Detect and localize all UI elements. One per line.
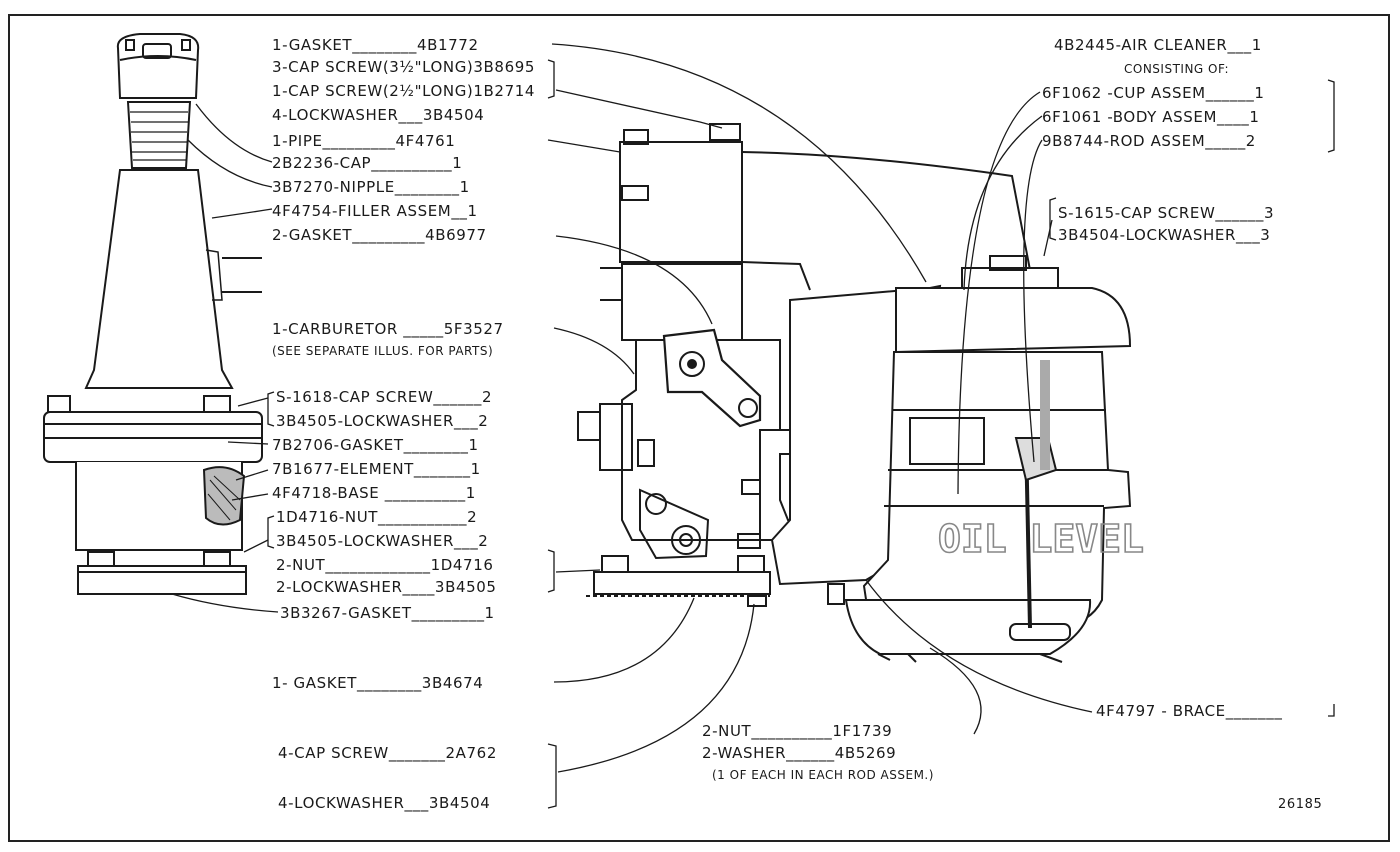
label-cap-screw-3b8695: 3-CAP SCREW(3½"LONG)3B8695 <box>272 58 535 76</box>
figure-frame <box>8 14 1390 842</box>
label-pipe-4f4761: 1-PIPE_________4F4761 <box>272 132 456 150</box>
bracket-marks <box>267 59 1335 809</box>
label-consisting-of: CONSISTING OF: <box>1124 62 1229 76</box>
label-cap-screw-1b2714: 1-CAP SCREW(2½"LONG)1B2714 <box>272 82 535 100</box>
label-rod-9b8744: 9B8744-ROD ASSEM_____2 <box>1042 132 1256 150</box>
label-base-4f4718: 4F4718-BASE __________1 <box>272 484 476 502</box>
label-cap-2b2236: 2B2236-CAP__________1 <box>272 154 463 172</box>
oil-level-embossing: OIL LEVEL <box>938 517 1144 561</box>
label-element-7b1677: 7B1677-ELEMENT_______1 <box>272 460 481 478</box>
label-gasket-4b1772: 1-GASKET________4B1772 <box>272 36 479 54</box>
label-brace-4f4797: 4F4797 - BRACE_______ <box>1096 702 1283 720</box>
label-air-cleaner-4b2445: 4B2445-AIR CLEANER___1 <box>1054 36 1262 54</box>
label-gasket-3b4674: 1- GASKET________3B4674 <box>272 674 484 692</box>
label-rod-note: (1 OF EACH IN EACH ROD ASSEM.) <box>712 768 934 782</box>
label-carburetor-5f3527: 1-CARBURETOR _____5F3527 <box>272 320 504 338</box>
label-lockwasher-3b4504-b: 4-LOCKWASHER___3B4504 <box>278 794 491 812</box>
label-lockwasher-3b4504-c: 3B4504-LOCKWASHER___3 <box>1058 226 1271 244</box>
label-filler-4f4754: 4F4754-FILLER ASSEM__1 <box>272 202 478 220</box>
label-cap-screw-s1615: S-1615-CAP SCREW______3 <box>1058 204 1275 222</box>
label-cap-screw-s1618: S-1618-CAP SCREW______2 <box>276 388 493 406</box>
label-lockwasher-3b4504-a: 4-LOCKWASHER___3B4504 <box>272 106 485 124</box>
label-body-6f1061: 6F1061 -BODY ASSEM____1 <box>1042 108 1260 126</box>
label-washer-4b5269: 2-WASHER______4B5269 <box>702 744 897 762</box>
label-lockwasher-3b4505-b: 3B4505-LOCKWASHER___2 <box>276 532 489 550</box>
label-lockwasher-3b4505-c: 2-LOCKWASHER____3B4505 <box>276 578 497 596</box>
label-nut-1f1739: 2-NUT__________1F1739 <box>702 722 893 740</box>
label-carb-note: (SEE SEPARATE ILLUS. FOR PARTS) <box>272 344 494 358</box>
leader-lines <box>171 43 1093 773</box>
label-gasket-7b2706: 7B2706-GASKET________1 <box>272 436 479 454</box>
label-lockwasher-3b4505-a: 3B4505-LOCKWASHER___2 <box>276 412 489 430</box>
label-cap-screw-2a762: 4-CAP SCREW_______2A762 <box>278 744 497 762</box>
air-cleaner: OIL LEVEL <box>741 151 1145 663</box>
figure-number: 26185 <box>1278 797 1323 812</box>
label-cup-6f1062: 6F1062 -CUP ASSEM______1 <box>1042 84 1265 102</box>
label-nipple-3b7270: 3B7270-NIPPLE________1 <box>272 178 470 196</box>
label-gasket-3b3267: 3B3267-GASKET_________1 <box>280 604 495 622</box>
label-nut-1d4716-b: 2-NUT_____________1D4716 <box>276 556 494 574</box>
label-nut-1d4716-a: 1D4716-NUT___________2 <box>276 508 478 526</box>
filler-assembly <box>43 33 263 595</box>
label-gasket-4b6977: 2-GASKET_________4B6977 <box>272 226 487 244</box>
